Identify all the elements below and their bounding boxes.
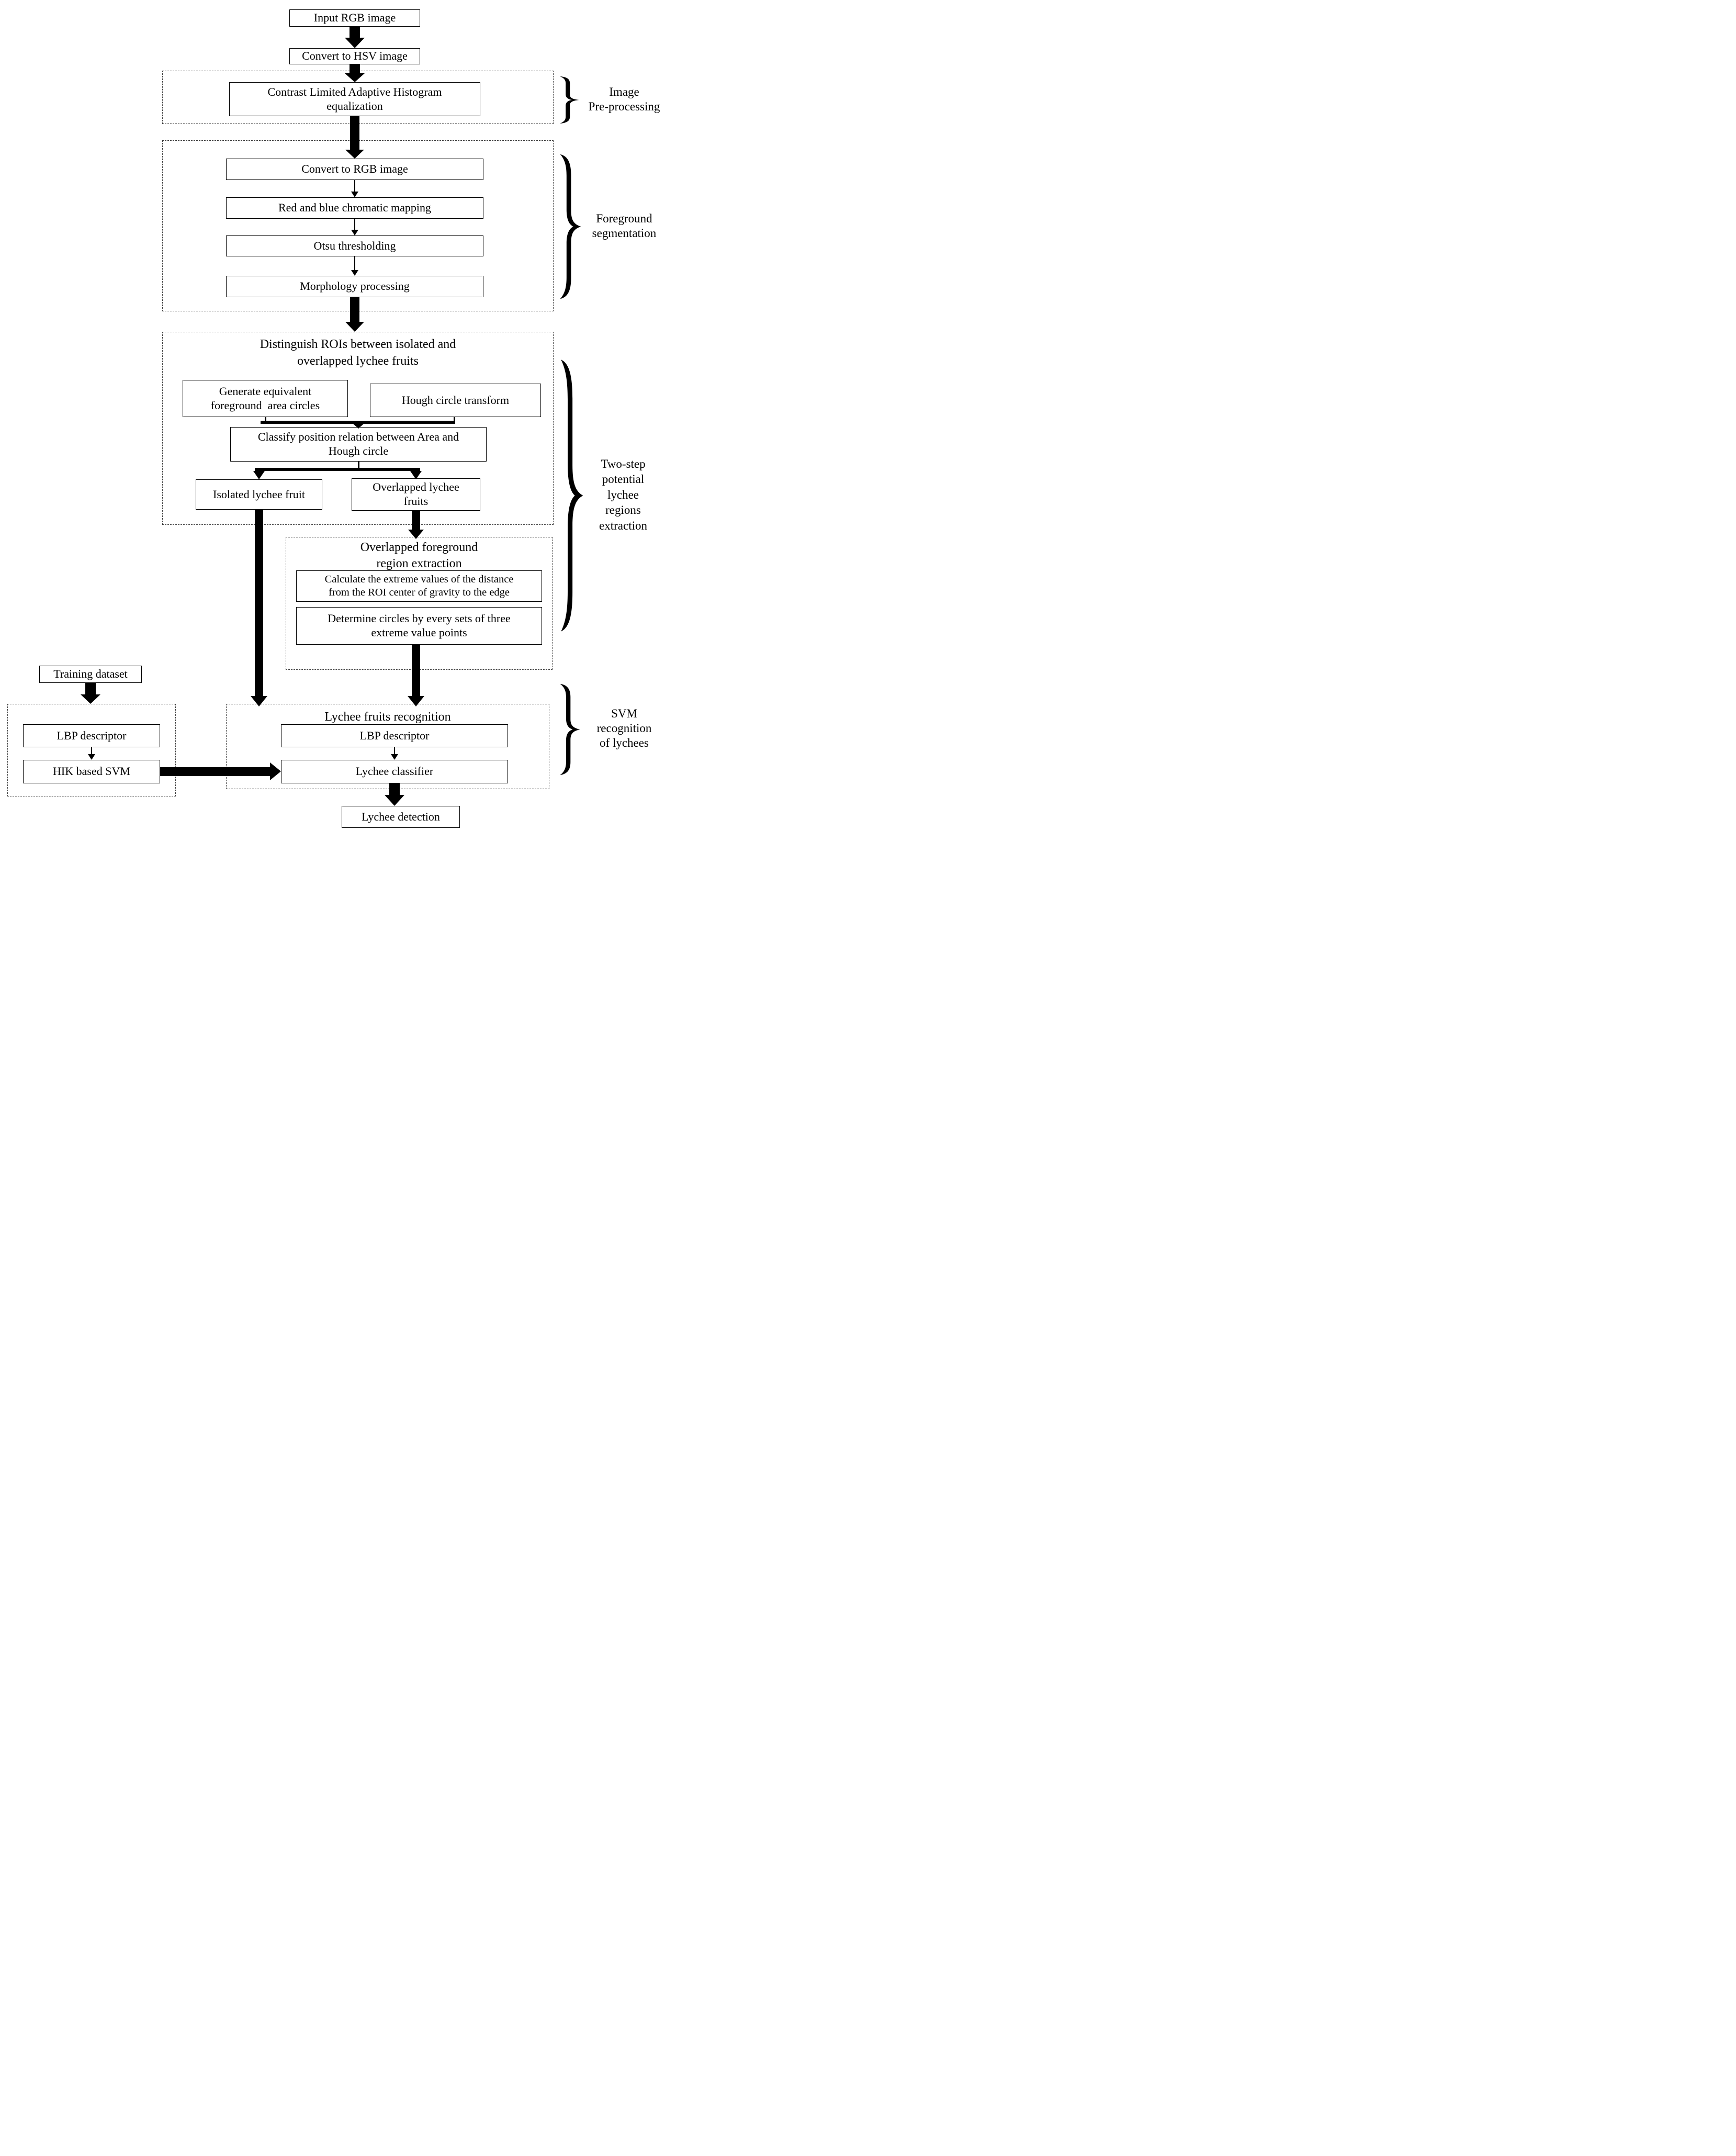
node-training-dataset: Training dataset xyxy=(39,666,142,683)
brace-image-preprocessing-icon xyxy=(560,76,579,124)
arrow-shaft xyxy=(394,747,395,755)
arrow-head-down-icon xyxy=(345,38,365,48)
arrow-head-down-icon xyxy=(385,795,404,806)
arrow-head-down-icon xyxy=(410,471,422,479)
arrow-head-down-icon xyxy=(251,696,267,706)
arrow-shaft xyxy=(389,783,400,795)
stage-label-svm-recognition: SVM recognition of lychees xyxy=(596,707,652,750)
arrow-shaft xyxy=(354,256,355,271)
recognition-section-title: Lychee fruits recognition xyxy=(324,710,451,724)
node-convert-hsv: Convert to HSV image xyxy=(289,48,420,64)
stage-label-image-preprocessing: Image Pre-processing xyxy=(588,85,660,114)
arrow-head-down-icon xyxy=(351,270,358,276)
stage-label-foreground-segmentation: Foreground segmentation xyxy=(592,212,657,240)
arrow-head-down-icon xyxy=(253,471,265,479)
node-determine-circles: Determine circles by every sets of three… xyxy=(296,607,542,645)
arrow-shaft xyxy=(160,767,270,776)
arrow-shaft xyxy=(354,219,355,230)
connector-bar xyxy=(255,468,420,471)
connector-stub-left xyxy=(265,417,266,422)
arrow-head-down-icon xyxy=(353,424,364,429)
connector-bar xyxy=(261,421,455,424)
node-hough-transform: Hough circle transform xyxy=(370,384,541,417)
arrow-shaft xyxy=(354,180,355,192)
connector-stub-center xyxy=(358,462,359,469)
node-lychee-detection: Lychee detection xyxy=(342,806,460,828)
arrow-head-down-icon xyxy=(351,230,358,235)
group-roi-distinguish xyxy=(162,332,554,525)
arrow-head-down-icon xyxy=(408,696,424,706)
node-clahe: Contrast Limited Adaptive Histogram equa… xyxy=(229,82,480,116)
arrow-head-right-icon xyxy=(270,762,281,780)
node-chromatic-mapping: Red and blue chromatic mapping xyxy=(226,197,483,219)
node-generate-circles: Generate equivalent foreground area circ… xyxy=(183,380,348,417)
arrow-head-down-icon xyxy=(88,754,95,760)
arrow-head-down-icon xyxy=(391,754,398,760)
node-morphology: Morphology processing xyxy=(226,276,483,297)
group-lychee-recognition xyxy=(226,704,549,789)
group-svm-training xyxy=(7,704,176,796)
node-input-rgb: Input RGB image xyxy=(289,9,420,27)
arrow-head-down-icon xyxy=(345,150,364,159)
node-lbp-recognition: LBP descriptor xyxy=(281,724,508,747)
arrow-shaft xyxy=(412,645,420,696)
brace-foreground-segmentation-icon xyxy=(560,154,581,299)
node-classify-position: Classify position relation between Area … xyxy=(230,427,487,462)
arrow-head-down-icon xyxy=(345,322,364,332)
arrow-shaft xyxy=(255,510,263,696)
arrow-shaft xyxy=(350,64,360,74)
node-lychee-classifier: Lychee classifier xyxy=(281,760,508,783)
stage-label-two-step-extraction: Two-step potential lychee regions extrac… xyxy=(599,457,647,532)
arrow-shaft xyxy=(91,747,92,755)
arrow-shaft xyxy=(350,116,359,150)
node-otsu: Otsu thresholding xyxy=(226,235,483,256)
arrow-head-down-icon xyxy=(351,192,358,197)
roi-section-title: Distinguish ROIs between isolated and ov… xyxy=(260,338,456,368)
brace-two-step-extraction-icon xyxy=(561,360,583,632)
arrow-head-down-icon xyxy=(345,73,365,82)
node-convert-rgb: Convert to RGB image xyxy=(226,159,483,180)
arrow-shaft xyxy=(85,683,96,695)
arrow-shaft xyxy=(350,297,359,322)
arrow-shaft xyxy=(412,511,420,530)
flowchart-canvas: Distinguish ROIs between isolated and ov… xyxy=(0,0,670,832)
node-isolated-fruit: Isolated lychee fruit xyxy=(196,479,322,510)
overlap-section-title: Overlapped foreground region extraction xyxy=(360,541,478,570)
arrow-head-down-icon xyxy=(408,530,424,539)
brace-svm-recognition-icon xyxy=(560,683,580,776)
arrow-shaft xyxy=(350,27,360,38)
connector-stub-right xyxy=(454,417,455,422)
arrow-head-down-icon xyxy=(81,694,100,704)
node-hik-svm: HIK based SVM xyxy=(23,760,160,783)
node-lbp-training: LBP descriptor xyxy=(23,724,160,747)
node-calculate-extremes: Calculate the extreme values of the dist… xyxy=(296,570,542,602)
node-overlapped-fruits: Overlapped lychee fruits xyxy=(352,478,480,511)
